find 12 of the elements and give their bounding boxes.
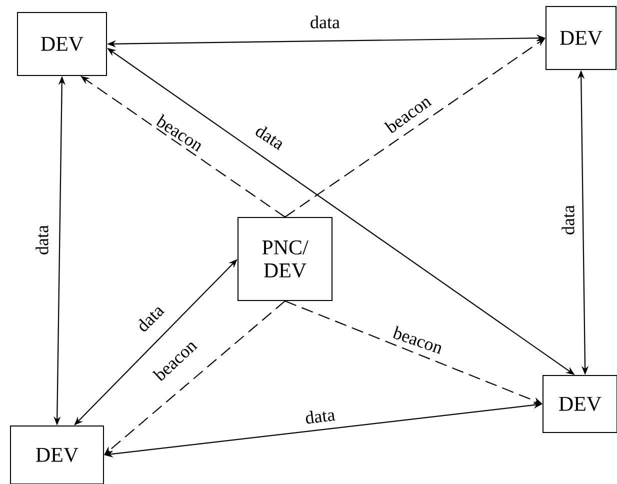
edge-label: beacon bbox=[390, 324, 446, 356]
edge-label: data bbox=[309, 14, 341, 30]
device-box: DEV bbox=[17, 12, 107, 76]
device-box: PNC/ DEV bbox=[238, 217, 332, 301]
edge-label: data bbox=[252, 122, 288, 152]
device-box: DEV bbox=[10, 426, 104, 484]
edge-label: data bbox=[34, 224, 50, 256]
edge-label: data bbox=[134, 302, 166, 334]
device-box: DEV bbox=[542, 375, 617, 433]
edge-label: data bbox=[560, 204, 576, 236]
edge-label: data bbox=[303, 406, 337, 426]
device-box: DEV bbox=[546, 6, 616, 70]
